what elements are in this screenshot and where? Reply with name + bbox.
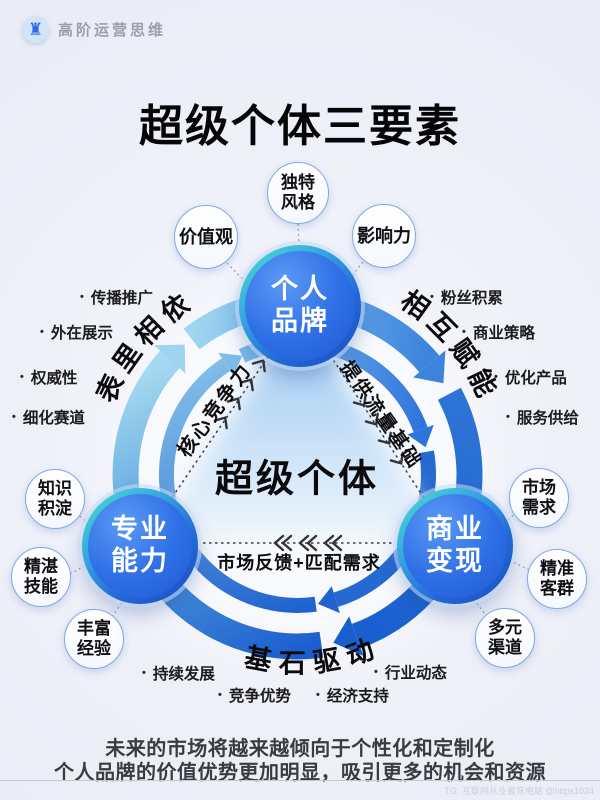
triangle-dashed-edges — [151, 319, 444, 544]
brand-name: 高阶运营思维 — [58, 22, 167, 39]
side-label-text: 行业动态 — [384, 665, 447, 682]
side-label-niche: • 细化赛道 — [12, 406, 85, 428]
bubble-multi-channels: 多元 渠道 — [475, 608, 535, 668]
footer-line-2: 个人品牌的价值优势更加明显，吸引更多的机会和资源 — [54, 762, 546, 784]
side-label-text: 细化赛道 — [22, 410, 85, 427]
bubble-influence: 影响力 — [352, 204, 416, 268]
side-label-authority: • 权威性 — [20, 366, 77, 388]
bubble-unique-style: 独特 风格 — [267, 162, 329, 224]
side-label-text: 优化产品 — [504, 370, 567, 387]
node-business-monetization-label: 商业 变现 — [403, 494, 507, 598]
side-label-promotion: • 传播推广 — [80, 286, 153, 308]
side-label-presentation: • 外在展示 — [40, 321, 113, 343]
side-label-text: 商业策略 — [472, 325, 535, 342]
bullet-icon: • — [12, 410, 16, 423]
watermark: TG: 互联网从业者充电站 @https1024 — [444, 786, 594, 796]
bubble-values: 价值观 — [174, 205, 238, 269]
bullet-icon: • — [218, 688, 222, 701]
side-label-fans: • 粉丝积累 — [430, 286, 503, 308]
side-label-industry: • 行业动态 — [374, 661, 447, 683]
bullet-icon: • — [494, 370, 498, 383]
edge-label-market-feedback: 市场反馈+匹配需求 — [217, 553, 381, 573]
center-label: 超级个体 — [214, 458, 380, 501]
bullet-icon: • — [374, 665, 378, 678]
side-label-text: 粉丝积累 — [440, 290, 503, 307]
page-title: 超级个体三要素 — [139, 102, 461, 151]
side-label-products: • 优化产品 — [494, 366, 567, 388]
side-label-text: 持续发展 — [152, 666, 215, 683]
bullet-icon: • — [20, 370, 24, 383]
side-label-text: 经济支持 — [326, 688, 389, 705]
side-label-text: 传播推广 — [90, 290, 153, 307]
side-label-strategy: • 商业策略 — [462, 321, 535, 343]
bubble-skills: 精湛 技能 — [11, 547, 71, 607]
side-label-sustainable: • 持续发展 — [142, 662, 215, 684]
side-label-services: • 服务供给 — [506, 406, 579, 428]
bullet-icon: • — [40, 325, 44, 338]
header: ♜ 高阶运营思维 — [22, 16, 166, 43]
bubble-experience: 丰富 经验 — [64, 609, 124, 669]
node-business-monetization: 商业 变现 — [397, 488, 513, 604]
side-label-advantage: • 竞争优势 — [218, 684, 291, 706]
node-professional-ability-label: 专业 能力 — [88, 494, 192, 598]
bullet-icon: • — [80, 290, 84, 303]
footer-divider — [0, 780, 600, 781]
bullet-icon: • — [316, 688, 320, 701]
footer-line-1: 未来的市场将越来越倾向于个性化和定制化 — [105, 738, 495, 760]
node-professional-ability: 专业 能力 — [82, 488, 198, 604]
node-personal-brand: 个人 品牌 — [239, 245, 361, 367]
bullet-icon: • — [142, 666, 146, 679]
bullet-icon: • — [506, 410, 510, 423]
bubble-connectors — [69, 223, 530, 618]
side-label-economy: • 经济支持 — [316, 684, 389, 706]
logo-badge: ♜ — [22, 16, 49, 43]
side-label-text: 竞争优势 — [228, 688, 291, 705]
bubble-market-demand: 市场 需求 — [509, 468, 569, 528]
side-label-text: 权威性 — [30, 370, 78, 387]
bubble-target-customers: 精准 客群 — [527, 549, 587, 609]
bullet-icon: • — [430, 290, 434, 303]
triangle-glow — [150, 312, 448, 543]
side-label-text: 服务供给 — [516, 410, 579, 427]
chess-rook-icon: ♜ — [27, 20, 44, 39]
side-label-text: 外在展示 — [50, 325, 113, 342]
bullet-icon: • — [462, 325, 466, 338]
node-personal-brand-label: 个人 品牌 — [245, 251, 355, 361]
bubble-knowledge: 知识 积淀 — [25, 469, 85, 529]
